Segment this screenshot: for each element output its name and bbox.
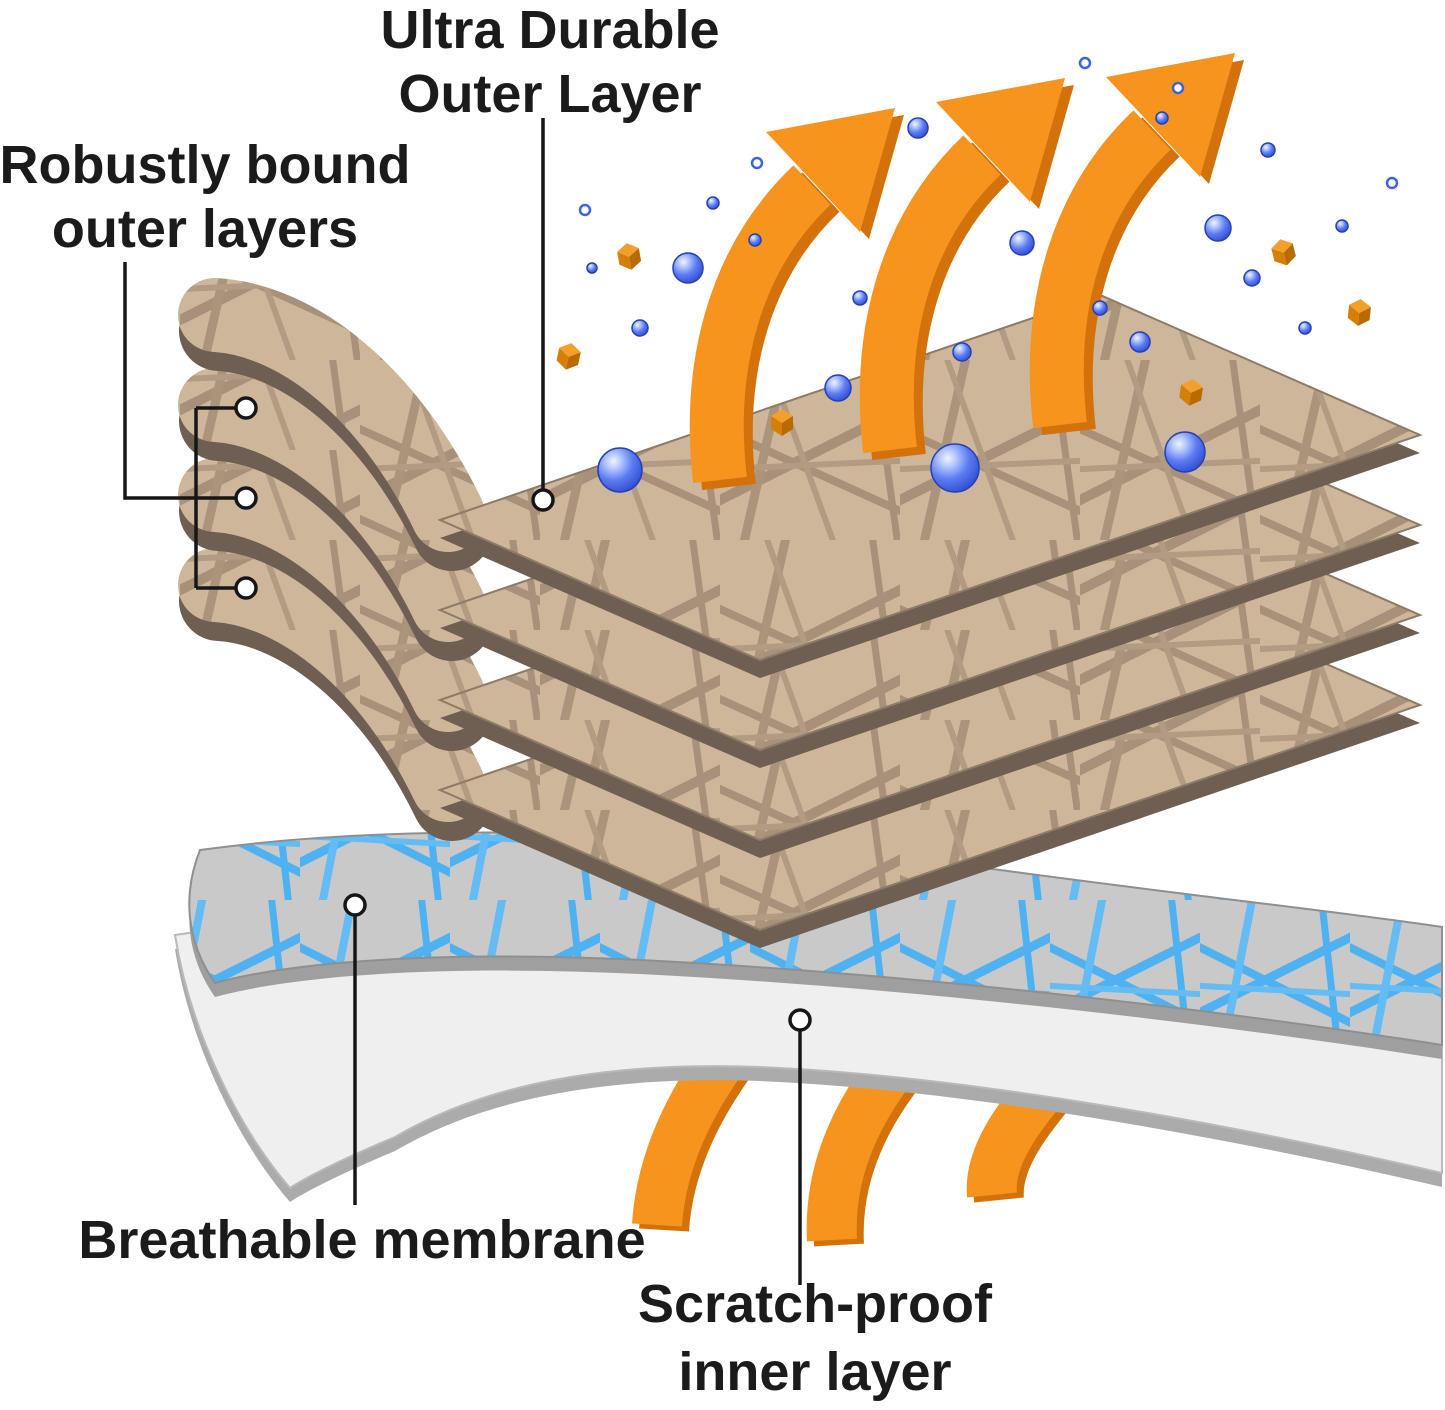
droplet-icon <box>952 342 972 362</box>
droplet-icon <box>1129 331 1151 353</box>
label-breathable-membrane: Breathable membrane <box>78 1210 645 1270</box>
droplet-icon <box>1335 219 1349 233</box>
droplet-icon <box>748 233 762 247</box>
droplet-icon <box>1164 431 1206 473</box>
droplet-icon <box>930 443 980 493</box>
droplet-icon <box>706 196 720 210</box>
droplet-icon <box>672 252 704 284</box>
labels: Ultra Durable Outer Layer Robustly bound… <box>0 0 993 1402</box>
label-scratch-proof-line1: Scratch-proof <box>638 1274 993 1334</box>
dirt-cube-icon <box>1269 236 1298 269</box>
callout-marker-bound-1 <box>234 396 258 420</box>
droplet-icon <box>1155 111 1169 125</box>
droplet-icon <box>597 447 643 493</box>
droplet-icon <box>1243 269 1261 287</box>
droplet-icon <box>852 290 868 306</box>
callout-marker-scratch-proof <box>788 1008 812 1032</box>
callouts <box>123 118 812 1285</box>
callout-marker-bound-3 <box>234 576 258 600</box>
droplet-icon <box>1204 214 1232 242</box>
droplet-icon <box>1092 300 1108 316</box>
droplet-icon <box>824 374 852 402</box>
droplet-icon <box>586 262 598 274</box>
droplet-icon <box>1009 230 1035 256</box>
callout-marker-ultra-durable <box>531 488 555 512</box>
vapor-bubble-icon <box>750 156 764 170</box>
droplet-icon <box>1298 321 1312 335</box>
leader-robustly-bound <box>123 262 196 500</box>
droplet-icon <box>1260 142 1276 158</box>
dirt-cube-icon <box>555 340 583 372</box>
label-scratch-proof-line2: inner layer <box>678 1342 951 1402</box>
droplet-icon <box>907 117 929 139</box>
vapor-bubble-icon <box>578 203 592 217</box>
vapor-bubble-icon <box>1078 56 1092 70</box>
droplet-icon <box>631 319 649 337</box>
vapor-bubble-icon <box>1385 176 1399 190</box>
callout-marker-breathable <box>343 893 367 917</box>
label-robustly-bound-line2: outer layers <box>52 199 358 259</box>
label-ultra-durable-line1: Ultra Durable <box>380 0 719 60</box>
dirt-cube-icon <box>1346 297 1372 328</box>
dirt-cube-icon <box>615 241 643 272</box>
label-robustly-bound-line1: Robustly bound <box>0 135 410 195</box>
water-droplets <box>578 56 1399 493</box>
label-ultra-durable-line2: Outer Layer <box>398 64 701 124</box>
vapor-bubble-icon <box>1171 81 1185 95</box>
callout-marker-bound-2 <box>234 486 258 510</box>
